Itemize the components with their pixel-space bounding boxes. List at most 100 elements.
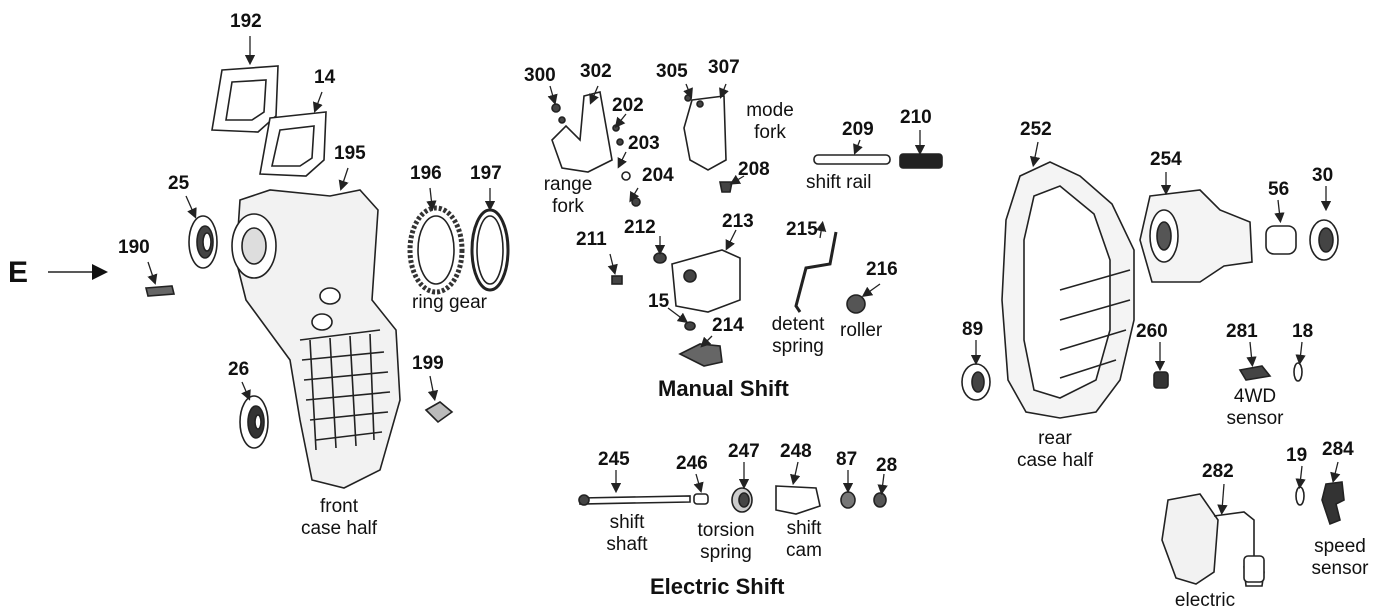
part-213-bracket [671,249,741,313]
callout-215: 215 [786,219,818,240]
part-252-rear-case-half [1001,161,1135,419]
callout-192: 192 [230,11,262,32]
part-26-bearing [239,395,269,449]
callout-213: 213 [722,211,754,232]
label-ring-gear: ring gear [412,292,487,313]
callout-19: 19 [1286,445,1308,466]
callout-30: 30 [1312,165,1334,186]
callout-247: 247 [728,441,760,462]
callout-305: 305 [656,61,688,82]
part-260-plug [1153,371,1169,389]
callout-87: 87 [836,449,858,470]
callout-15: 15 [648,291,670,312]
callout-216: 216 [866,259,898,280]
callout-197: 197 [470,163,502,184]
callout-56: 56 [1268,179,1290,200]
part-216-roller [846,294,866,314]
part-190-plug [144,285,176,297]
label-detent-spring-line2: spring [772,336,824,357]
part-25-seal [188,215,218,269]
part-209-shift-rail [813,154,891,165]
part-245-shift-shaft [579,495,691,505]
label-speed-sensor: speed sensor [1298,536,1382,580]
callout-89: 89 [962,319,984,340]
label-detent-spring: detent spring [760,314,836,358]
callout-254: 254 [1150,149,1182,170]
callout-18: 18 [1292,321,1314,342]
label-torsion-spring-line2: spring [700,542,752,563]
callout-284: 284 [1322,439,1354,460]
label-range-fork-line1: range [543,174,593,195]
part-195-front-case-half [231,189,401,489]
callout-196: 196 [410,163,442,184]
part-56-bushing [1265,225,1297,255]
part-215-detent-spring [794,231,838,313]
label-front-case: front case half [284,496,394,540]
part-282-electric-motor [1161,493,1265,587]
label-speed-sensor-line1: speed [1314,536,1366,557]
label-rear-case: rear case half [1000,428,1110,472]
part-197-snap-ring [470,208,510,292]
label-4wd-sensor: 4WD sensor [1210,386,1300,430]
callout-302: 302 [580,61,612,82]
label-detent-spring-line1: detent [771,314,825,335]
callout-282: 282 [1202,461,1234,482]
label-shift-cam: shift cam [774,518,834,562]
label-rear-case-line2: case half [1016,450,1094,471]
callout-307: 307 [708,57,740,78]
callout-195: 195 [334,143,366,164]
callout-202: 202 [612,95,644,116]
callout-209: 209 [842,119,874,140]
label-shift-shaft-line1: shift [609,512,645,533]
label-shift-rail: shift rail [806,172,872,193]
callout-204: 204 [642,165,674,186]
section-manual-shift: Manual Shift [658,376,789,401]
callout-252: 252 [1020,119,1052,140]
callout-260: 260 [1136,321,1168,342]
part-214-lever [678,343,723,367]
label-torsion-spring: torsion spring [686,520,766,564]
section-electric-shift: Electric Shift [650,574,785,599]
label-front-case-line1: front [319,496,359,517]
callout-248: 248 [780,441,812,462]
part-199-pad [424,401,454,424]
callout-211: 211 [576,229,607,250]
callout-210: 210 [900,107,932,128]
label-electric: electric [1174,590,1236,611]
callout-281: 281 [1226,321,1258,342]
callout-25: 25 [168,173,190,194]
callout-199: 199 [412,353,444,374]
label-shift-shaft-line2: shaft [606,534,648,555]
part-307-mode-fork [683,95,727,171]
callout-190: 190 [118,237,150,258]
label-rear-case-line1: rear [1038,428,1072,449]
part-248-shift-cam [775,485,821,515]
part-302-range-fork [551,91,613,173]
part-254-extension-housing [1139,189,1253,283]
callout-14: 14 [314,67,336,88]
callout-245: 245 [598,449,630,470]
part-210-plug [899,153,943,169]
part-192-gasket [211,65,279,133]
callout-214: 214 [712,315,744,336]
part-30-seal [1309,219,1339,261]
callout-212: 212 [624,217,656,238]
callout-208: 208 [738,159,770,180]
label-speed-sensor-line2: sensor [1311,558,1369,579]
label-4wd-sensor-line1: 4WD [1233,386,1277,407]
part-196-ring-gear [407,205,465,295]
callout-203: 203 [628,133,660,154]
label-mode-fork-line2: fork [754,122,786,143]
label-torsion-spring-line1: torsion [697,520,755,541]
label-range-fork-line2: fork [552,196,584,217]
label-range-fork: range fork [530,174,606,218]
label-mode-fork-line1: mode [746,100,794,121]
view-marker-e: E [8,256,29,289]
label-roller: roller [840,320,883,341]
label-shift-shaft: shift shaft [592,512,662,556]
label-shift-cam-line2: cam [786,540,822,561]
callout-246: 246 [676,453,708,474]
part-89-bearing [961,363,991,401]
label-4wd-sensor-line2: sensor [1226,408,1284,429]
